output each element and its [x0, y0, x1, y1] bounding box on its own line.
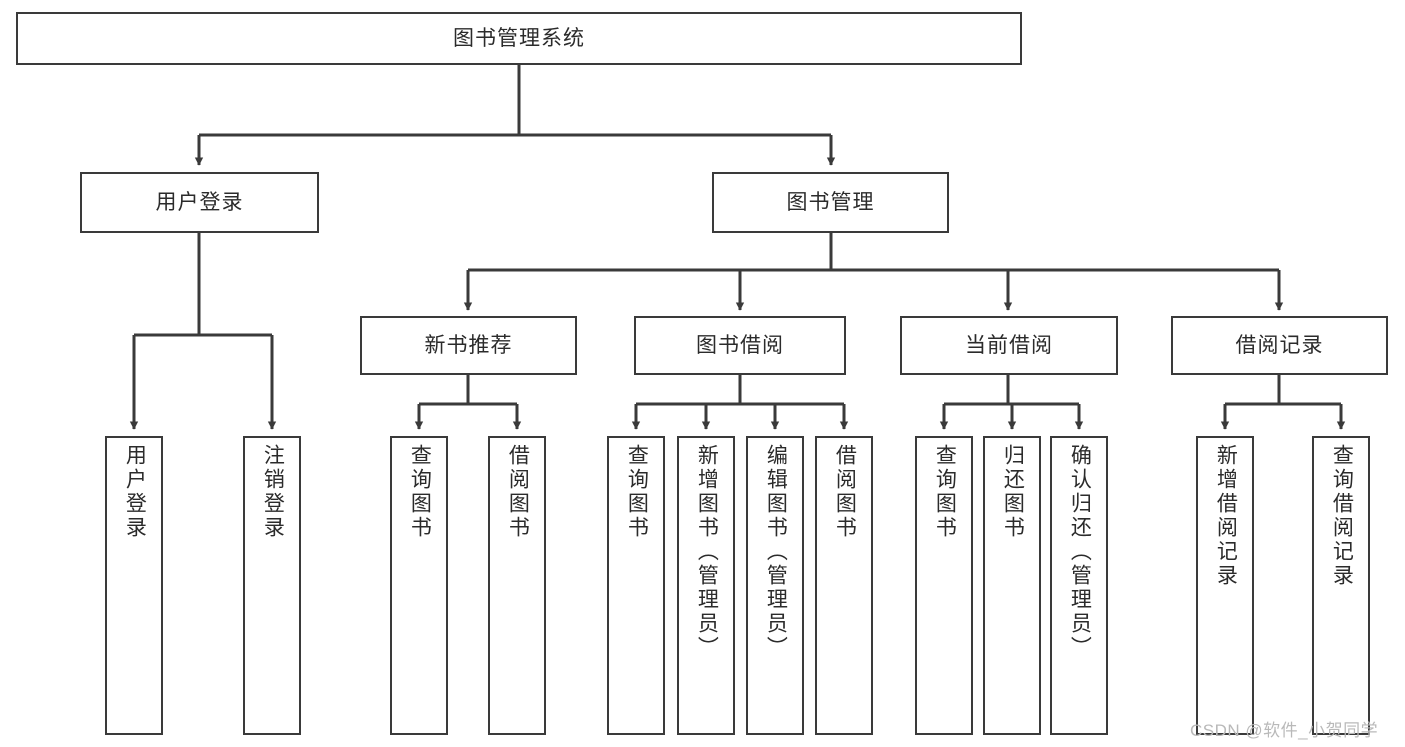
node-label: 查询借阅记录 — [1330, 444, 1354, 588]
node-leaf-user-logout[interactable]: 注销登录 — [243, 436, 301, 735]
node-label: 借阅记录 — [1235, 333, 1324, 357]
node-borrow-record[interactable]: 借阅记录 — [1171, 316, 1388, 375]
node-leaf-edit-book[interactable]: 编辑图书（管理员） — [746, 436, 804, 735]
node-book-borrow[interactable]: 图书借阅 — [634, 316, 846, 375]
node-label: 查询图书 — [933, 444, 957, 540]
node-label: 借阅图书 — [833, 444, 857, 540]
csdn-watermark: CSDN @软件_小贺同学 — [1190, 721, 1379, 740]
node-label: 用户登录 — [123, 444, 147, 540]
node-leaf-add-record[interactable]: 新增借阅记录 — [1196, 436, 1254, 735]
node-new-book-recommend[interactable]: 新书推荐 — [360, 316, 577, 375]
node-leaf-return-book[interactable]: 归还图书 — [983, 436, 1041, 735]
node-leaf-add-book[interactable]: 新增图书（管理员） — [677, 436, 735, 735]
node-leaf-query-book-1[interactable]: 查询图书 — [390, 436, 448, 735]
node-label: 图书管理系统 — [453, 26, 585, 50]
node-label: 用户登录 — [155, 190, 244, 214]
node-leaf-query-book-3[interactable]: 查询图书 — [915, 436, 973, 735]
node-user-login[interactable]: 用户登录 — [80, 172, 319, 233]
node-leaf-borrow-book-2[interactable]: 借阅图书 — [815, 436, 873, 735]
node-book-management[interactable]: 图书管理 — [712, 172, 949, 233]
node-label: 确认归还（管理员） — [1068, 444, 1092, 660]
node-leaf-query-record[interactable]: 查询借阅记录 — [1312, 436, 1370, 735]
node-leaf-user-login[interactable]: 用户登录 — [105, 436, 163, 735]
node-label: 编辑图书（管理员） — [764, 444, 788, 660]
node-label: 借阅图书 — [506, 444, 530, 540]
node-current-borrow[interactable]: 当前借阅 — [900, 316, 1118, 375]
node-label: 归还图书 — [1001, 444, 1025, 540]
node-label: 注销登录 — [261, 444, 285, 540]
node-label: 新增图书（管理员） — [695, 444, 719, 660]
node-label: 查询图书 — [408, 444, 432, 540]
node-label: 新书推荐 — [424, 333, 513, 357]
node-label: 图书管理 — [786, 190, 875, 214]
node-label: 新增借阅记录 — [1214, 444, 1238, 588]
node-label: 图书借阅 — [696, 333, 784, 357]
node-label: 当前借阅 — [965, 333, 1053, 357]
node-leaf-query-book-2[interactable]: 查询图书 — [607, 436, 665, 735]
node-leaf-borrow-book-1[interactable]: 借阅图书 — [488, 436, 546, 735]
node-label: 查询图书 — [625, 444, 649, 540]
node-leaf-confirm-return[interactable]: 确认归还（管理员） — [1050, 436, 1108, 735]
node-root-book-management-system[interactable]: 图书管理系统 — [16, 12, 1022, 65]
